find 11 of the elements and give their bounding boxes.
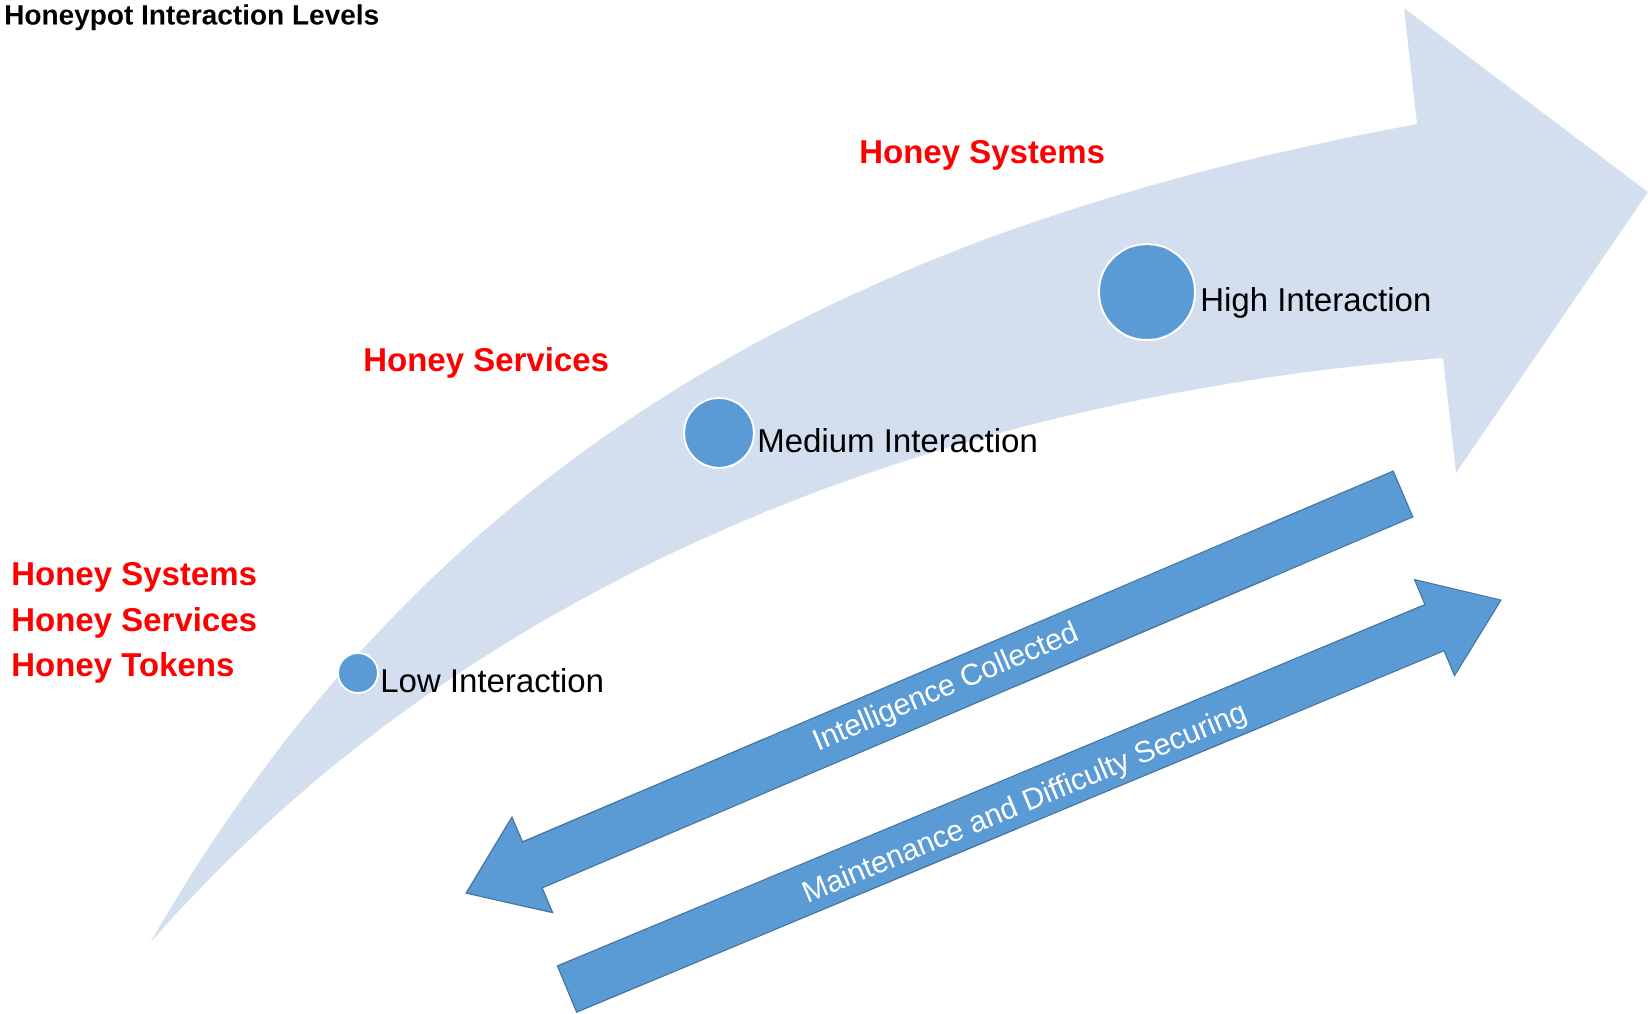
category-label: Honey Services	[365, 347, 608, 378]
circle-marker	[683, 397, 755, 469]
level-label: Medium Interaction	[759, 428, 1036, 453]
category-label: Honey Tokens	[13, 652, 233, 683]
circle-marker	[337, 652, 379, 694]
category-label: Honey Systems	[861, 139, 1104, 170]
circle-marker	[1098, 243, 1196, 341]
category-label: Honey Services	[13, 607, 256, 638]
level-label: High Interaction	[1202, 287, 1430, 318]
title: Honeypot Interaction Levels	[6, 4, 378, 31]
category-label: Honey Systems	[13, 561, 256, 592]
